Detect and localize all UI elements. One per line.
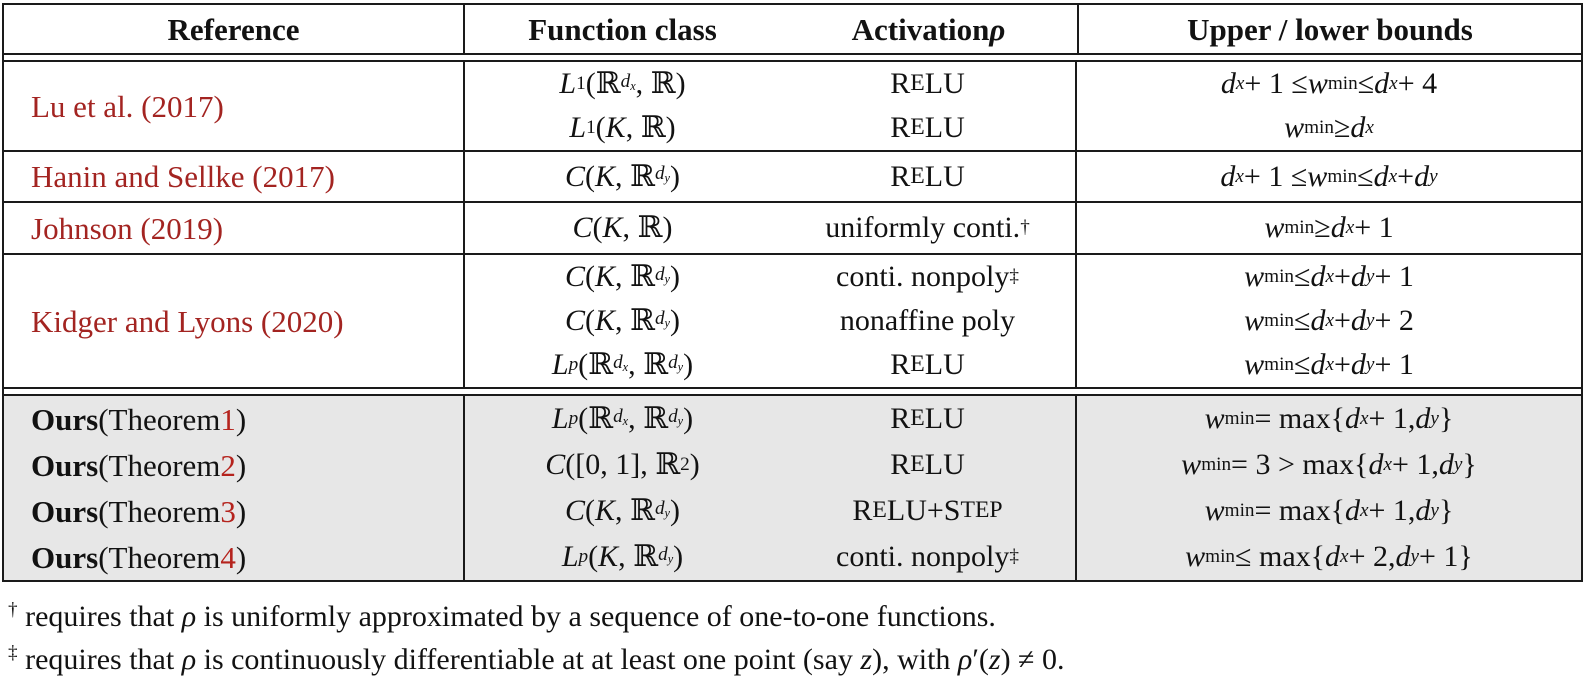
ours-bold: Ours (31, 447, 99, 483)
footnotes: † requires that ρ is uniformly approxima… (8, 595, 1586, 681)
theorem-1-number-link[interactable]: 1 (220, 401, 236, 437)
ours-theorem-1-label: Ours (Theorem 1) (4, 396, 465, 442)
citation-kidger-lyons-2020[interactable]: Kidger and Lyons (2020) (4, 255, 465, 387)
double-rule-gap (4, 389, 1581, 396)
paren: ) (235, 447, 247, 483)
column-header-reference: Reference (4, 5, 465, 53)
activation-cell: nonaffine poly (780, 299, 1077, 343)
footnote-double-dagger: ‡ requires that ρ is continuously differ… (8, 642, 1065, 676)
theorem-text: (Theorem (98, 447, 221, 483)
theorem-text: (Theorem (98, 493, 221, 529)
citation-lu-2017[interactable]: Lu et al. (2017) (4, 62, 465, 150)
paren: ) (235, 493, 247, 529)
paren: ) (235, 539, 247, 575)
theorem-3-number-link[interactable]: 3 (220, 493, 236, 529)
theorem-text: (Theorem (98, 401, 221, 437)
column-header-function-class: Function class (528, 11, 717, 47)
double-rule-gap (4, 55, 1581, 62)
ours-theorem-4-label: Ours (Theorem 4) (4, 534, 465, 580)
paren: ) (235, 401, 247, 437)
citation-hanin-sellke-2017[interactable]: Hanin and Sellke (2017) (4, 152, 465, 201)
theorem-4-number-link[interactable]: 4 (220, 539, 236, 575)
footnote-dagger: † requires that ρ is uniformly approxima… (8, 599, 996, 633)
theorem-2-number-link[interactable]: 2 (220, 447, 236, 483)
minimum-width-bounds-table: Reference Function class Activation ρ Up… (2, 3, 1583, 582)
table-header-row: Reference Function class Activation ρ Up… (4, 5, 1581, 55)
ours-bold: Ours (31, 401, 99, 437)
activation-cell: uniformly conti.† (780, 203, 1077, 253)
function-class-cell: C(K, ℝ) (572, 211, 673, 244)
column-header-activation: Activation ρ (851, 11, 1006, 47)
theorem-text: (Theorem (98, 539, 221, 575)
ours-bold: Ours (31, 539, 99, 575)
ours-theorem-3-label: Ours (Theorem 3) (4, 488, 465, 534)
activation-cell: conti. nonpoly‡ (780, 255, 1077, 299)
section-johnson-2019: Johnson (2019) C(K, ℝ) uniformly conti.†… (4, 203, 1581, 255)
activation-cell: conti. nonpoly‡ (780, 534, 1077, 580)
ours-bold: Ours (31, 493, 99, 529)
column-header-bounds: Upper / lower bounds (1077, 5, 1581, 53)
ours-theorem-2-label: Ours (Theorem 2) (4, 442, 465, 488)
citation-johnson-2019[interactable]: Johnson (2019) (4, 203, 465, 253)
